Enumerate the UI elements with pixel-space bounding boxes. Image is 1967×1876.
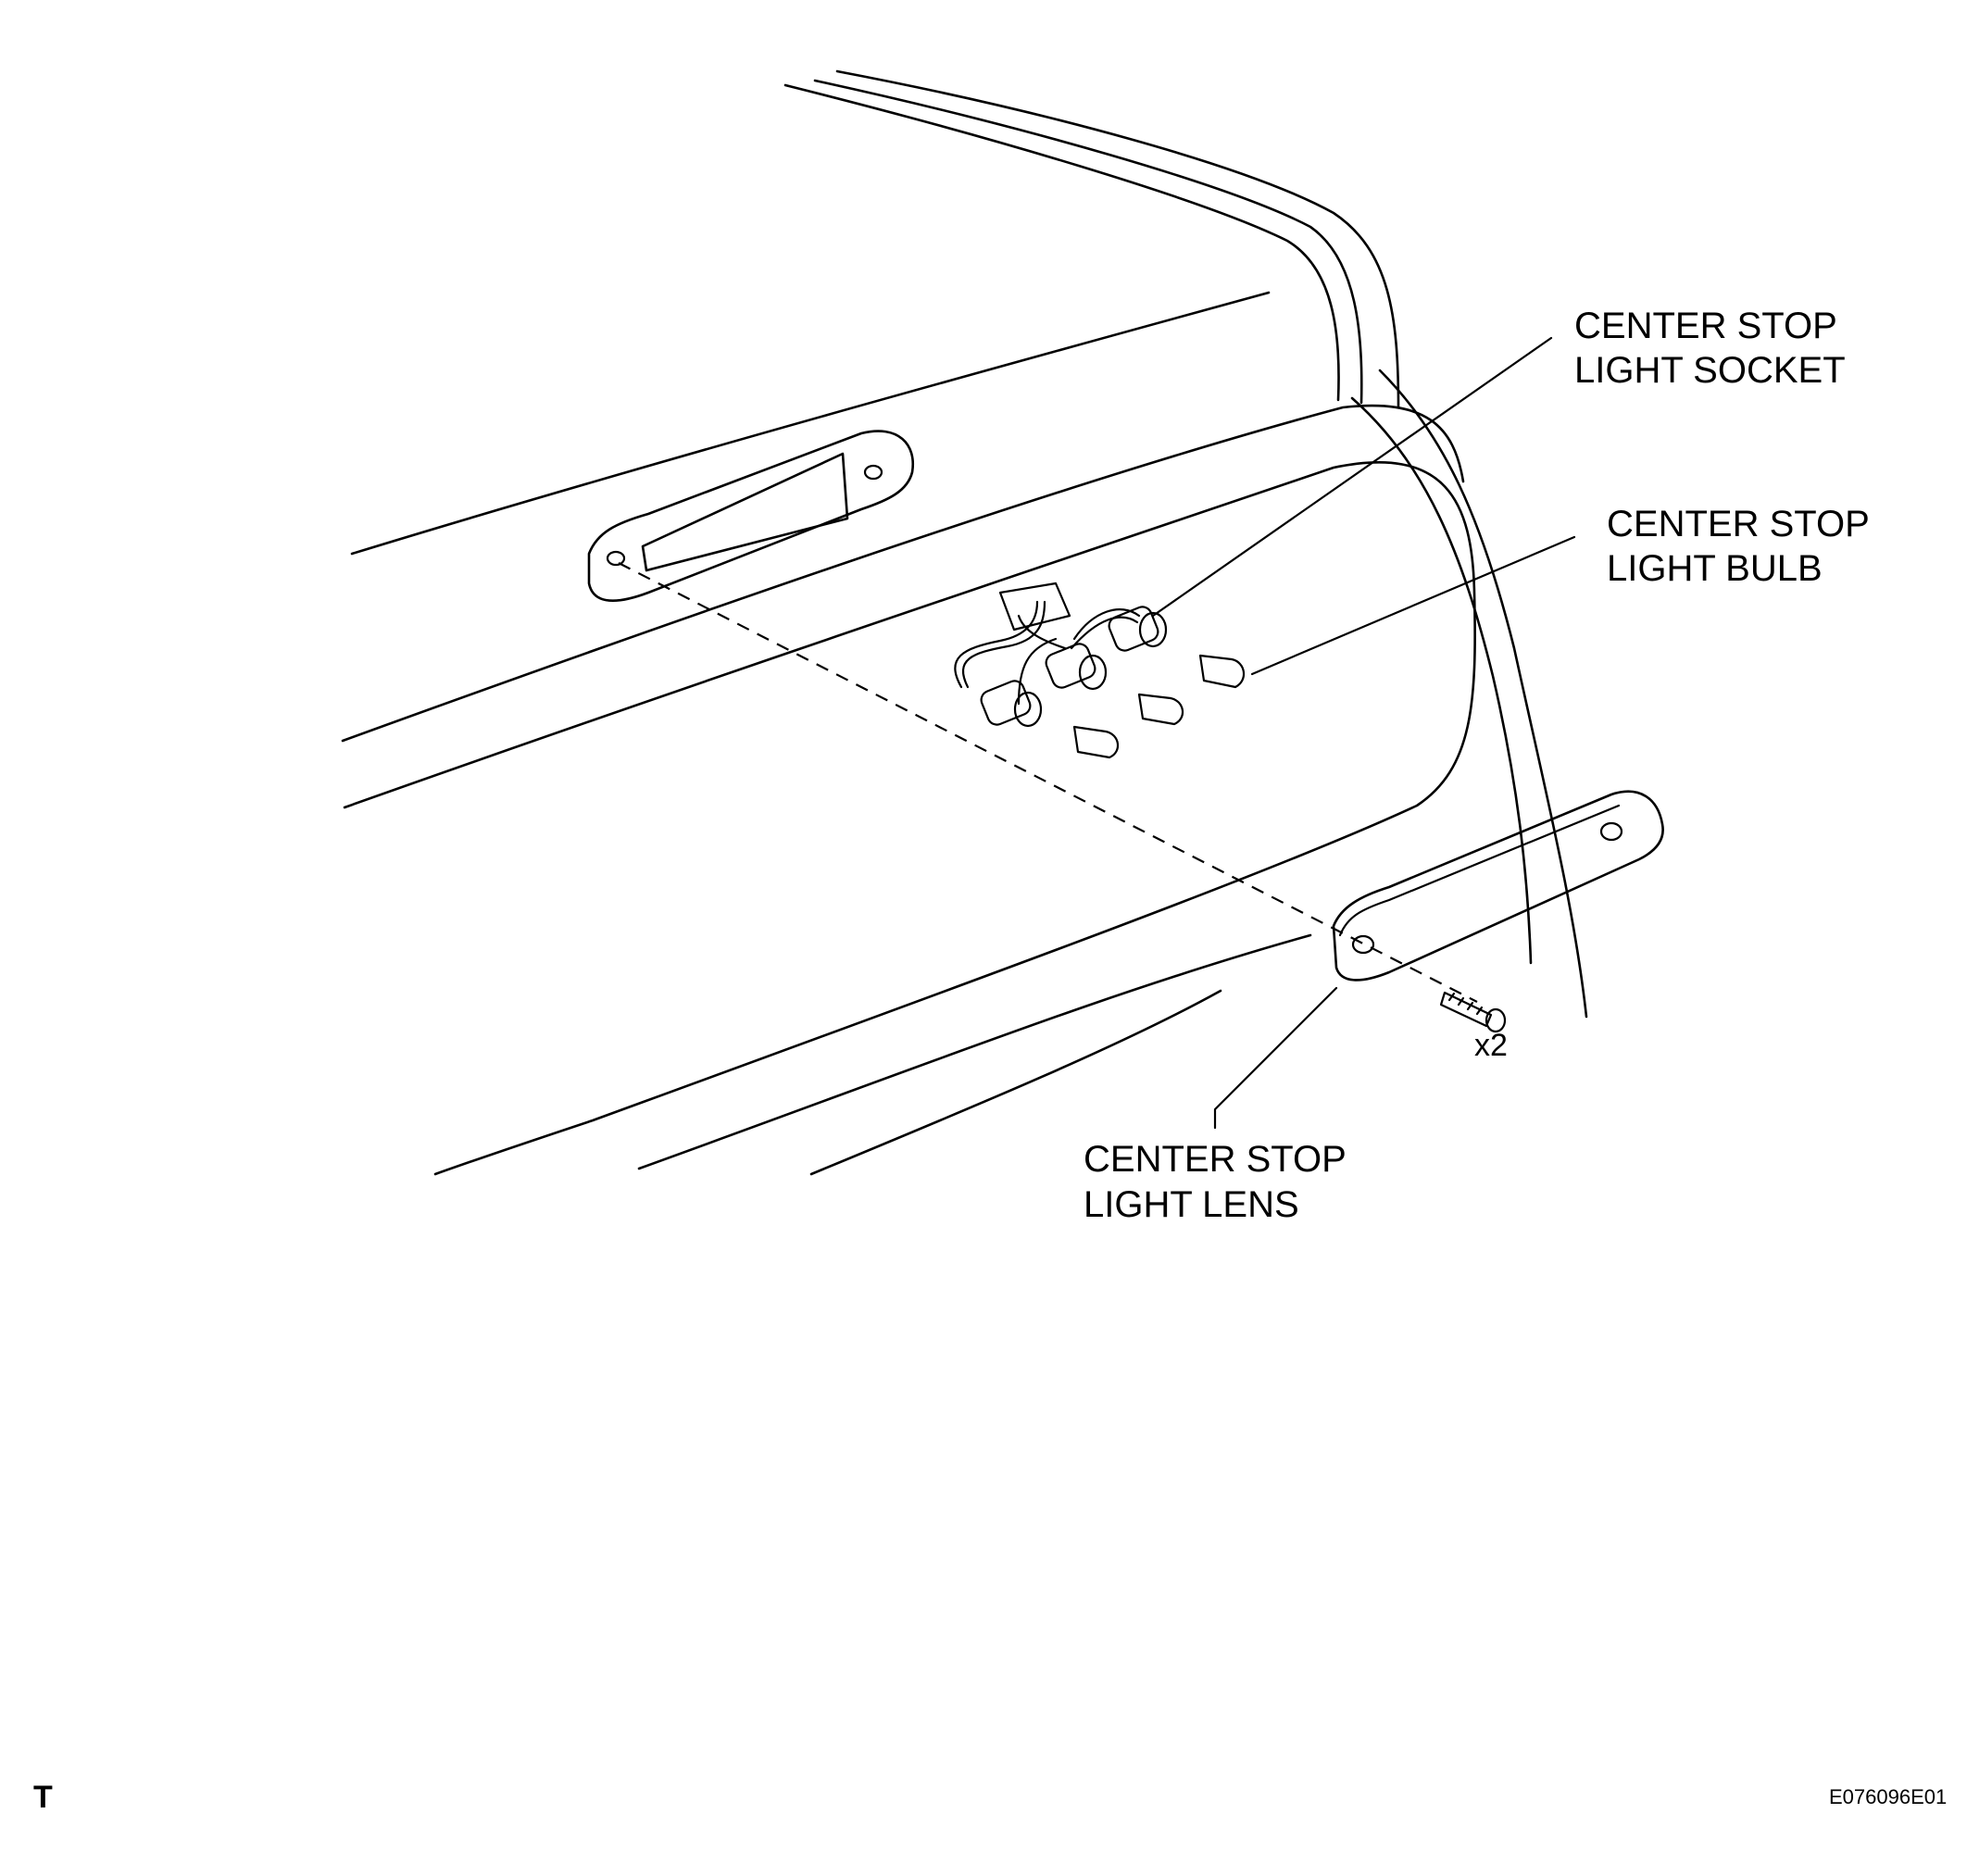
lens-label-line1: CENTER STOP (1084, 1139, 1347, 1180)
inner-panel-edges (341, 404, 1476, 1176)
lens-label-line2: LIGHT LENS (1084, 1184, 1299, 1225)
lens-leader-line (1213, 986, 1338, 1130)
alignment-dash-line (618, 562, 1478, 1003)
bulb (1072, 654, 1245, 759)
figure-code: E076096E01 (1829, 1785, 1948, 1808)
bulb-leader-line (1250, 535, 1576, 676)
roof-pillar-outline (783, 69, 1588, 1019)
corner-mark: T (33, 1780, 53, 1815)
bulb-label-line2: LIGHT BULB (1607, 548, 1823, 589)
screw-quantity-label: x2 (1474, 1028, 1508, 1063)
bulb-label-line1: CENTER STOP (1607, 504, 1870, 544)
socket-leader-line (1151, 336, 1553, 618)
mounting-recess (587, 430, 915, 603)
lens (1332, 790, 1664, 982)
screw (1439, 991, 1507, 1033)
wire-harness (954, 582, 1141, 706)
socket-label-line1: CENTER STOP (1574, 306, 1837, 346)
socket-label-line2: LIGHT SOCKET (1574, 350, 1846, 391)
upper-panel-line (350, 291, 1271, 556)
socket (980, 606, 1168, 728)
